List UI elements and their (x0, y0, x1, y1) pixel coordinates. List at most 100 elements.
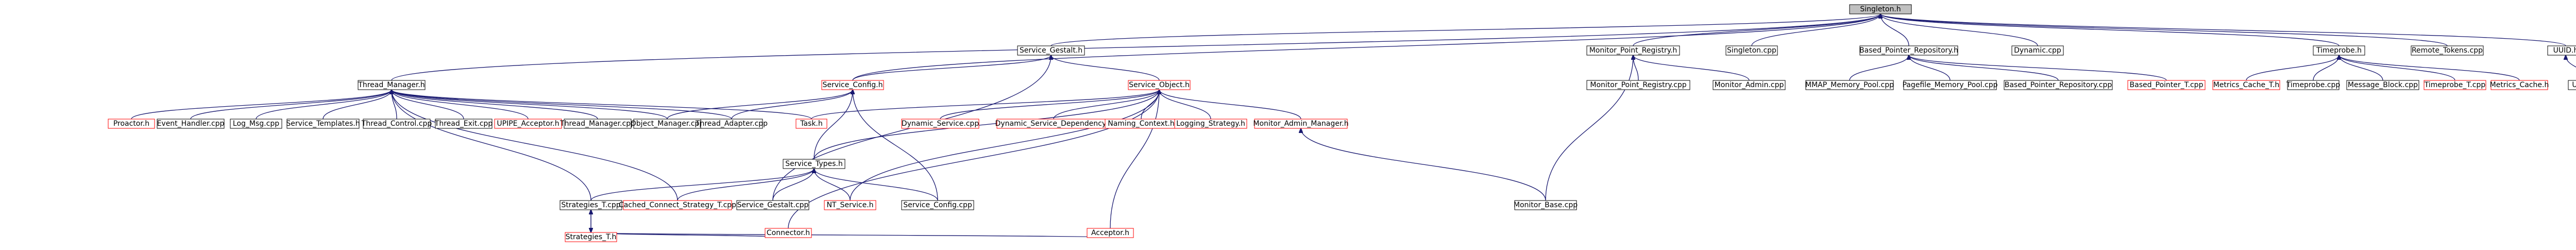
node-box (795, 119, 827, 129)
node-label: Strategies_T.cpp (561, 201, 620, 209)
node-box (783, 159, 845, 169)
node-label: Dynamic_Service_Dependency.h (995, 120, 1112, 128)
node-box (2346, 80, 2419, 90)
node-box (2547, 45, 2576, 56)
node-timeprobe-t-cpp[interactable]: Timeprobe_T.cpp (2424, 80, 2486, 90)
node-label: Timeprobe.cpp (2286, 81, 2341, 89)
edge-thread-adapter-cpp-to-service-config-h (731, 90, 853, 120)
node-thread-manager-cpp[interactable]: Thread_Manager.cpp (560, 119, 635, 129)
node-monitor-admin-cpp[interactable]: Monitor_Admin.cpp (1713, 80, 1786, 90)
node-monitor-point-registry-cpp[interactable]: Monitor_Point_Registry.cpp (1586, 80, 1690, 90)
node-message-block-cpp[interactable]: Message_Block.cpp (2346, 80, 2419, 90)
node-logging-strategy-h[interactable]: Logging_Strategy.h (1174, 119, 1247, 129)
node-event-handler-cpp[interactable]: Event_Handler.cpp (157, 119, 225, 129)
node-box (1725, 45, 1778, 56)
node-dynamic-cpp[interactable]: Dynamic.cpp (2011, 45, 2064, 56)
node-label: Monitor_Point_Registry.cpp (1590, 81, 1686, 89)
node-label: Dynamic_Service.cpp (902, 120, 979, 128)
node-strategies-t-cpp[interactable]: Strategies_T.cpp (560, 200, 622, 210)
node-thread-control-cpp[interactable]: Thread_Control.cpp (361, 119, 432, 129)
node-service-gestalt-h[interactable]: Service_Gestalt.h (1017, 45, 1085, 56)
edge-upipe-acceptor-h-to-thread-manager-h (392, 90, 529, 120)
node-label: Timeprobe.h (2316, 46, 2362, 55)
node-metrics-cache-t-h[interactable]: Metrics_Cache_T.h (2212, 80, 2280, 90)
node-box (358, 80, 426, 90)
node-mmap-memory-pool-cpp[interactable]: MMAP_Memory_Pool.cpp (1805, 80, 1894, 90)
node-naming-context-h[interactable]: Naming_Context.h (1105, 119, 1178, 129)
node-monitor-point-registry-h[interactable]: Monitor_Point_Registry.h (1586, 45, 1680, 56)
edge-service-templates-h-to-thread-manager-h (323, 90, 392, 120)
node-service-config-h[interactable]: Service_Config.h (821, 80, 884, 90)
node-dynamic-service-cpp[interactable]: Dynamic_Service.cpp (901, 119, 979, 129)
node-remote-tokens-cpp[interactable]: Remote_Tokens.cpp (2411, 45, 2484, 56)
node-monitor-base-cpp[interactable]: Monitor_Base.cpp (1514, 200, 1578, 210)
node-based-pointer-repository-h[interactable]: Based_Pointer_Repository.h (1859, 45, 1958, 56)
edge-cached-connect-strategy-t-cpp-to-thread-manager-h (392, 90, 678, 201)
node-dynamic-service-dependency-h[interactable]: Dynamic_Service_Dependency.h (995, 119, 1112, 129)
node-based-pointer-repository-cpp[interactable]: Based_Pointer_Repository.cpp (2004, 80, 2113, 90)
node-label: Thread_Exit.cpp (434, 120, 493, 128)
node-box (286, 119, 360, 129)
node-label: Monitor_Point_Registry.h (1589, 46, 1677, 55)
node-label: Log_Msg.cpp (233, 120, 279, 128)
node-box (765, 228, 812, 238)
node-label: Service_Config.h (823, 81, 883, 89)
node-proactor-h[interactable]: Proactor.h (108, 119, 155, 129)
node-timeprobe-h[interactable]: Timeprobe.h (2313, 45, 2365, 56)
node-box (2568, 80, 2576, 90)
node-service-config-cpp[interactable]: Service_Config.cpp (901, 200, 974, 210)
node-box (1586, 80, 1690, 90)
node-box (363, 119, 431, 129)
node-thread-manager-h[interactable]: Thread_Manager.h (358, 80, 426, 90)
node-thread-adapter-cpp[interactable]: Thread_Adapter.cpp (695, 119, 768, 129)
node-task-h[interactable]: Task.h (795, 119, 827, 129)
node-service-gestalt-cpp[interactable]: Service_Gestalt.cpp (736, 200, 809, 210)
node-singleton-h[interactable]: Singleton.h (1849, 4, 1912, 14)
edge-connector-h-to-service-object-h (788, 90, 1159, 229)
node-service-templates-h[interactable]: Service_Templates.h (286, 119, 360, 129)
node-metrics-cache-h[interactable]: Metrics_Cache.h (2490, 80, 2549, 90)
node-acceptor-h[interactable]: Acceptor.h (1087, 228, 1134, 238)
node-box (2424, 80, 2486, 90)
edge-service-config-cpp-to-service-config-h (853, 90, 938, 201)
node-nt-service-h[interactable]: NT_Service.h (824, 200, 876, 210)
node-box (2212, 80, 2280, 90)
node-label: Cached_Connect_Strategy_T.cpp (619, 201, 736, 209)
node-label: Based_Pointer_T.cpp (2130, 81, 2204, 89)
node-object-manager-cpp[interactable]: Object_Manager.cpp (631, 119, 704, 129)
node-box (1849, 4, 1912, 14)
node-box (2287, 80, 2340, 90)
node-label: Based_Pointer_Repository.cpp (2005, 81, 2112, 89)
node-based-pointer-t-cpp[interactable]: Based_Pointer_T.cpp (2127, 80, 2206, 90)
node-label: Metrics_Cache.h (2490, 81, 2549, 89)
node-pagefile-memory-pool-cpp[interactable]: Pagefile_Memory_Pool.cpp (1902, 80, 1998, 90)
node-label: Remote_Tokens.cpp (2412, 46, 2483, 55)
edge-task-h-to-service-object-h (811, 90, 1159, 120)
edge-object-manager-cpp-to-thread-manager-h (392, 90, 668, 120)
node-box (736, 200, 809, 210)
node-service-types-h[interactable]: Service_Types.h (783, 159, 845, 169)
node-label: Dynamic.cpp (2014, 46, 2061, 55)
edge-service-types-h-to-service-object-h (814, 90, 1159, 160)
edge-strategies-t-cpp-to-service-types-h (590, 169, 814, 201)
node-strategies-t-h[interactable]: Strategies_T.h (565, 232, 617, 242)
node-box (1805, 80, 1894, 90)
node-log-msg-cpp[interactable]: Log_Msg.cpp (230, 119, 282, 129)
node-upipe-acceptor-h[interactable]: UPIPE_Acceptor.h (494, 119, 562, 129)
node-uuid-h[interactable]: UUID.h (2547, 45, 2576, 56)
node-uuid-cpp[interactable]: UUID.cpp (2568, 80, 2576, 90)
node-monitor-admin-manager-h[interactable]: Monitor_Admin_Manager.h (1253, 119, 1349, 129)
node-label: Event_Handler.cpp (157, 120, 225, 128)
node-cached-connect-strategy-t-cpp[interactable]: Cached_Connect_Strategy_T.cpp (619, 200, 736, 210)
node-singleton-cpp[interactable]: Singleton.cpp (1725, 45, 1778, 56)
node-thread-exit-cpp[interactable]: Thread_Exit.cpp (434, 119, 493, 129)
node-service-object-h[interactable]: Service_Object.h (1128, 80, 1191, 90)
node-timeprobe-cpp[interactable]: Timeprobe.cpp (2286, 80, 2341, 90)
node-connector-h[interactable]: Connector.h (765, 228, 812, 238)
edge-strategies-t-cpp-to-thread-manager-h (392, 90, 591, 201)
node-label: Thread_Manager.h (358, 81, 425, 89)
edge-service-object-h-to-service-gestalt-h (1051, 55, 1160, 81)
node-box (623, 200, 732, 210)
edge-task-h-to-thread-manager-h (392, 90, 812, 120)
edge-proactor-h-to-thread-manager-h (131, 90, 392, 120)
